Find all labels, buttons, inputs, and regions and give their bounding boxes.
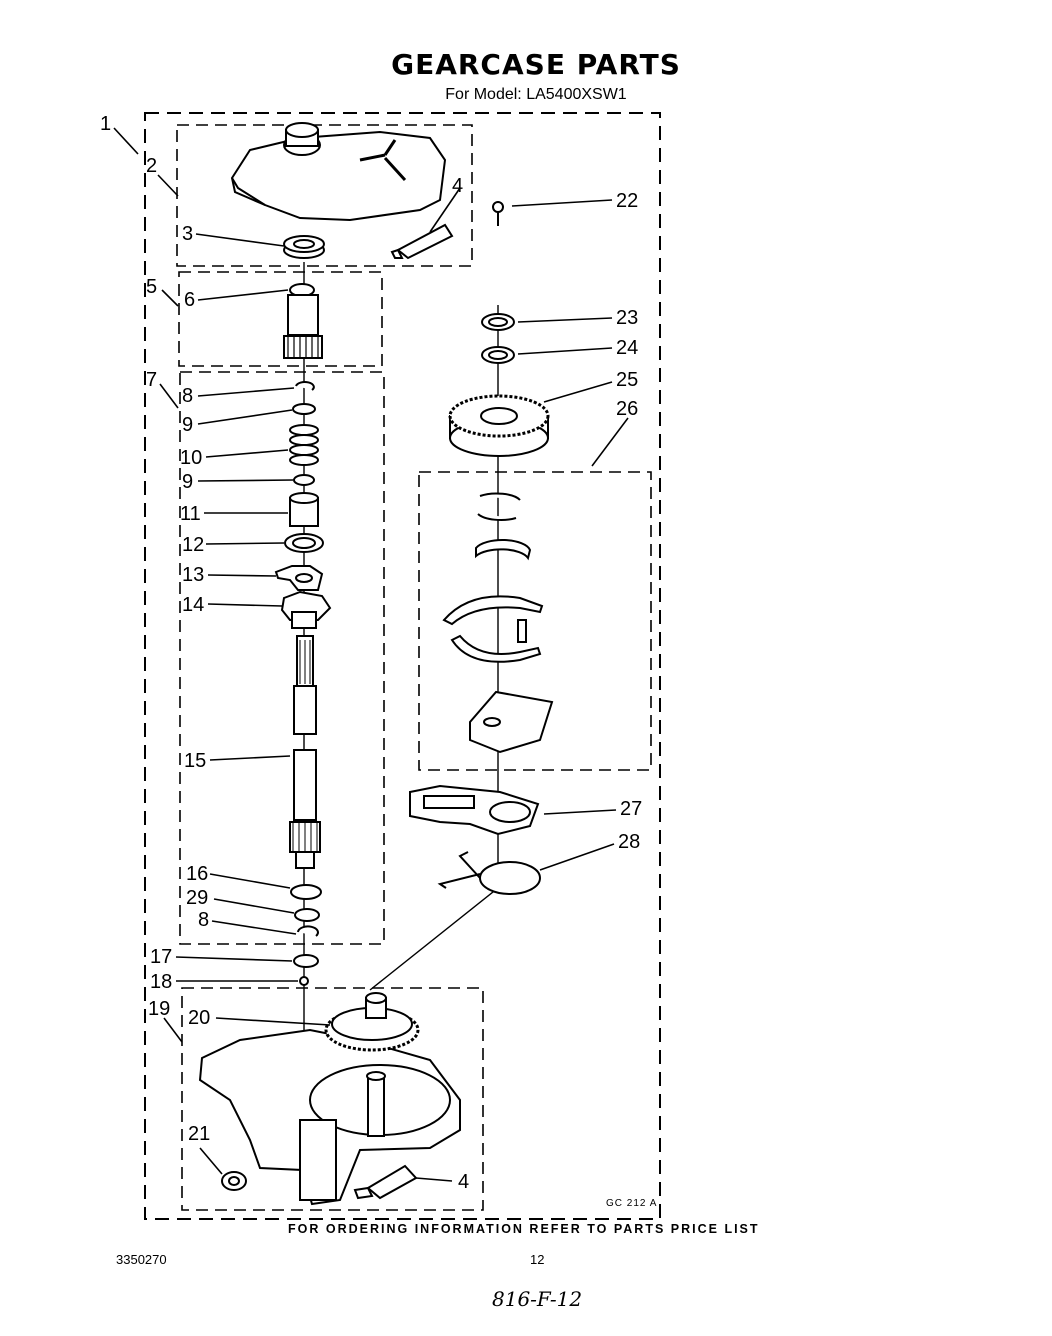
cover-screw (492, 201, 504, 226)
callout-3: 3 (182, 223, 193, 245)
agitator-shaft-15 (289, 635, 321, 869)
callout-13: 13 (182, 564, 204, 586)
cam-13 (274, 565, 324, 591)
drive-gear-20 (324, 992, 420, 1052)
pinion-assembly (283, 283, 323, 359)
callout-5: 5 (146, 276, 157, 298)
callout-12: 12 (182, 534, 204, 556)
callout-22: 22 (616, 190, 638, 212)
washer-23 (481, 313, 515, 331)
callout-10: 10 (180, 447, 202, 469)
outer-assembly-frame (144, 112, 661, 1220)
callout-27: 27 (620, 798, 642, 820)
bushing-21 (221, 1171, 247, 1191)
figure-code: GC 212 A (606, 1198, 658, 1209)
callout-29: 29 (186, 887, 208, 909)
model-subtitle: For Model: LA5400XSW1 (445, 86, 627, 103)
group-box-case (181, 987, 484, 1211)
clutch-11 (289, 492, 319, 527)
callout-16: 16 (186, 863, 208, 885)
ordering-note: FOR ORDERING INFORMATION REFER TO PARTS … (288, 1222, 760, 1236)
callout-7: 7 (146, 369, 157, 391)
group-box-shaft (179, 371, 385, 945)
callout-6: 6 (184, 289, 195, 311)
callout-17: 17 (150, 946, 172, 968)
callout-21: 21 (188, 1123, 210, 1145)
callout-28: 28 (618, 831, 640, 853)
ball-18 (299, 976, 309, 986)
callout-9-upper: 9 (182, 414, 193, 436)
shifter-parts-26 (442, 492, 554, 754)
sealant-tube-lower (353, 1164, 418, 1200)
gearcase-housing-19 (198, 1028, 461, 1206)
main-gear-25 (448, 394, 550, 457)
retaining-ring-8a (295, 380, 315, 391)
callout-20: 20 (188, 1007, 210, 1029)
washer-16 (290, 884, 322, 900)
callout-24: 24 (616, 337, 638, 359)
callout-2: 2 (146, 155, 157, 177)
cover-seal (283, 235, 325, 259)
sealant-tube (390, 223, 454, 260)
callout-14: 14 (182, 594, 204, 616)
bearing-17 (293, 954, 319, 968)
callout-26: 26 (616, 398, 638, 420)
shift-lever-27 (409, 784, 540, 836)
spring-28 (437, 851, 541, 895)
ring-12 (284, 533, 324, 553)
page-number: 12 (530, 1252, 545, 1267)
washer-9a (292, 403, 316, 415)
group-box-shifter (418, 471, 652, 771)
spring-10 (289, 424, 319, 466)
callout-labels: 1 2 3 4 5 6 7 8 9 10 9 11 12 13 14 15 16… (100, 113, 642, 1193)
callout-19: 19 (148, 998, 170, 1020)
cam-14 (280, 590, 332, 629)
retaining-ring-8b (297, 925, 319, 937)
callout-4-lower: 4 (458, 1171, 469, 1193)
washer-29 (294, 908, 320, 922)
group-box-pinion (178, 271, 383, 367)
callout-23: 23 (616, 307, 638, 329)
callout-11: 11 (180, 503, 201, 525)
handwritten-note: 816-F-12 (492, 1287, 583, 1311)
washer-24 (481, 346, 515, 364)
doc-number: 3350270 (116, 1252, 167, 1267)
callout-9-lower: 9 (182, 471, 193, 493)
callout-15: 15 (184, 750, 206, 772)
callout-25: 25 (616, 369, 638, 391)
callout-8-upper: 8 (182, 385, 193, 407)
page-title: GEARCASE PARTS (391, 48, 681, 81)
callout-4-upper: 4 (452, 175, 463, 197)
callout-8-lower: 8 (198, 909, 209, 931)
washer-9b (293, 474, 315, 486)
callout-1: 1 (100, 113, 111, 135)
gearcase-cover (230, 122, 447, 222)
callout-18: 18 (150, 971, 172, 993)
